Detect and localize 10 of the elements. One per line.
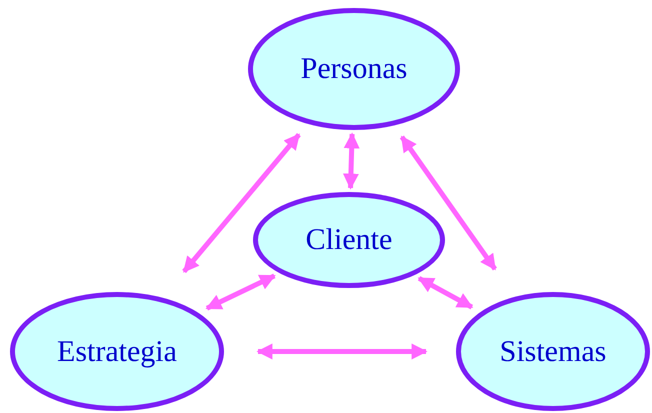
double-arrow (182, 133, 301, 274)
double-arrow (400, 136, 497, 271)
double-arrow (256, 344, 428, 360)
node-label: Personas (300, 54, 408, 84)
node-label: Cliente (306, 225, 392, 255)
double-arrow (206, 274, 276, 311)
node-label: Sistemas (500, 336, 606, 366)
double-arrow (418, 276, 474, 310)
node-label: Estrategia (57, 336, 177, 366)
double-arrow (342, 132, 360, 190)
